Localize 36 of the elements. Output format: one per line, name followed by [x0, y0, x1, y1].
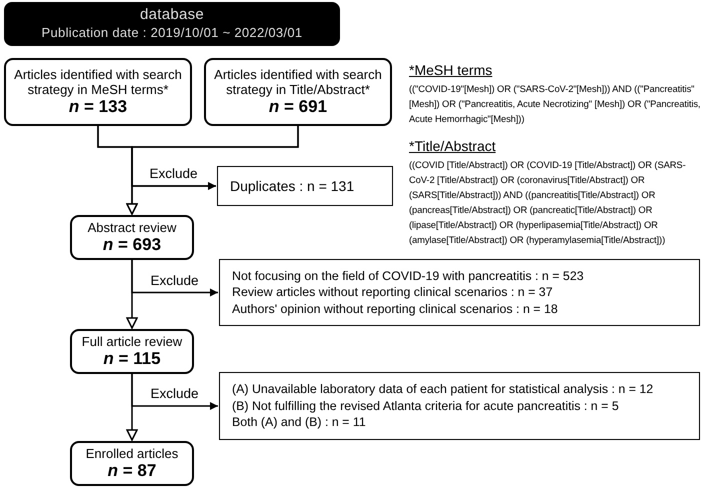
box-text: Duplicates : n = 131 [230, 178, 354, 194]
box-text: Publication date : 2019/10/01 ~ 2022/03/01 [42, 24, 302, 42]
exclusion-box [219, 259, 700, 326]
box-text: n = 693 [102, 235, 162, 255]
arrow [131, 374, 218, 410]
exclusion-box [219, 372, 700, 440]
exclusion-box [217, 166, 393, 206]
header-box [4, 2, 340, 46]
box-text: Articles identified with search strategy in Title/Abstract* [213, 67, 383, 97]
box-text: n = 87 [108, 461, 156, 481]
box-text: (A) Unavailable laboratory data of each patient for statistical analysis : n = 12 [232, 381, 654, 398]
process-box [204, 58, 392, 126]
box-text: Both (A) and (B) : n = 11 [232, 414, 366, 431]
box-text: Full article review [82, 334, 182, 349]
box-text: Not focusing on the field of COVID-19 with pancreatitis : n = 523 [232, 268, 584, 284]
search-query: ((COVID [Title/Abstract]) OR (COVID-19 [Title/Abstract]) OR (SARS-CoV-2 [Title/Abstract]) OR (coronavirus[Title/Abstract]) OR (SARS[Title/Abstract])) AND ((pancreatitis[Title/Abstract]) OR (pancreas[Title/Abstract]) OR (pancreatic[Title/Abstract]) OR (lipase[Title/Abstract]) OR (hyperlipasemia[Title/Abstract]) OR (amylase[Title/Abstract]) OR (hyperamylasemia[Title/Abstract])) [409, 158, 687, 247]
box-text: n = 115 [103, 349, 161, 369]
process-box [70, 441, 194, 486]
process-box [70, 329, 194, 374]
arrow [131, 260, 218, 296]
note-heading: *MeSH terms [409, 62, 494, 79]
note-heading: *Title/Abstract [409, 138, 497, 155]
arrow [131, 126, 299, 190]
box-text: (B) Not fulfilling the revised Atlanta criteria for acute pancreatitis : n = 5 [232, 398, 619, 414]
process-box [4, 58, 192, 126]
box-text: Authors' opinion without reporting clinical scenarios : n = 18 [232, 300, 558, 318]
box-text: n = 691 [268, 97, 328, 117]
box-text: Articles identified with search strategy in MeSH terms* [13, 67, 183, 97]
box-text: n = 133 [68, 97, 128, 117]
box-text: database [140, 6, 204, 24]
edge-label: Exclude [150, 272, 200, 288]
process-box [70, 215, 194, 260]
box-text: Review articles without reporting clinical scenarios : n = 37 [232, 284, 553, 301]
box-text: Abstract review [88, 220, 176, 235]
search-query: (("COVID-19"[Mesh]) OR ("SARS-CoV-2"[Mesh])) AND (("Pancreatitis"[Mesh]) OR ("Pancreatitis, Acute Necrotizing" [Mesh]) OR ("Pancreatitis, Acute Hemorrhagic"[Mesh])) [409, 82, 701, 126]
box-text: Enrolled articles [86, 446, 178, 461]
